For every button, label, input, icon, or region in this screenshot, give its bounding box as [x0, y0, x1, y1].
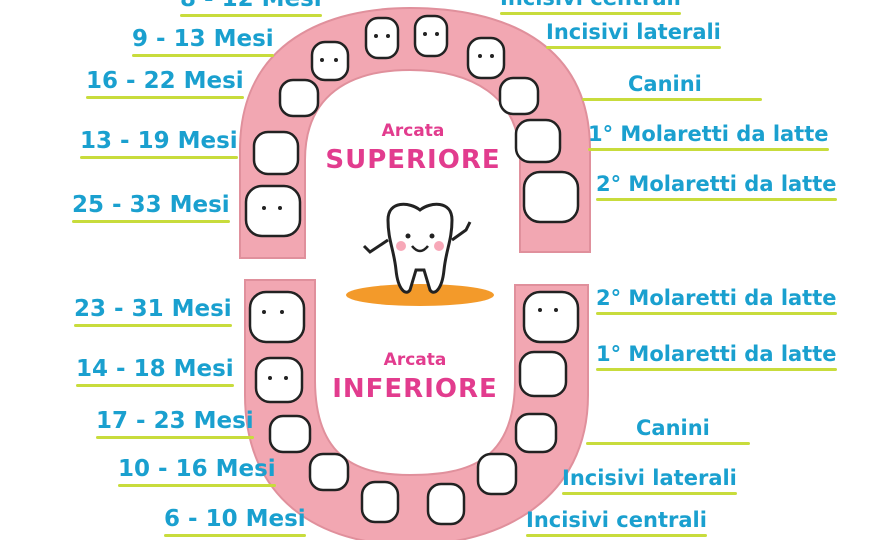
tooth-upper-molar1-right	[514, 118, 562, 164]
tooth-upper-molar1-left	[252, 130, 300, 176]
age-label-lower-molar2: 23 - 31 Mesi	[74, 298, 232, 327]
tooth-mascot-illustration	[346, 202, 494, 306]
tooth-label-upper-lateral: Incisivi laterali	[546, 22, 721, 49]
age-label-lower-lateral: 10 - 16 Mesi	[118, 458, 276, 487]
tooth-lower-canine-left	[268, 414, 312, 454]
tooth-label-lower-canine: Canini	[586, 418, 750, 445]
lower-teeth	[248, 290, 580, 526]
tooth-lower-lateral-right	[476, 452, 518, 496]
age-label-upper-molar2: 25 - 33 Mesi	[72, 194, 230, 223]
tooth-label-upper-central: Incisivi centrali	[500, 0, 681, 15]
age-label-upper-molar1: 13 - 19 Mesi	[80, 130, 238, 159]
tooth-lower-molar1-left	[254, 356, 304, 404]
upper-arch-small-label: Arcata	[381, 121, 445, 141]
tooth-upper-canine-left	[278, 78, 320, 118]
tooth-faces	[262, 32, 558, 380]
upper-arch-big-label: SUPERIORE	[325, 145, 501, 175]
tooth-label-upper-molar1: 1° Molaretti da latte	[588, 124, 829, 151]
age-label-upper-lateral: 9 - 13 Mesi	[132, 28, 274, 57]
tooth-upper-lateral-left	[310, 40, 350, 82]
tooth-upper-canine-right	[498, 76, 540, 116]
tooth-label-upper-molar2: 2° Molaretti da latte	[596, 174, 837, 201]
age-label-upper-central: 8 - 12 Mesi	[180, 0, 322, 17]
tooth-lower-central-left	[360, 480, 400, 524]
tooth-upper-molar2-left	[244, 184, 302, 238]
upper-teeth	[244, 14, 580, 238]
mascot-ground-shadow	[346, 284, 494, 306]
tooth-label-lower-lateral: Incisivi laterali	[562, 468, 737, 495]
age-label-lower-molar1: 14 - 18 Mesi	[76, 358, 234, 387]
tooth-upper-lateral-right	[466, 36, 506, 80]
lower-arch-small-label: Arcata	[383, 350, 447, 370]
tooth-lower-canine-right	[514, 412, 558, 454]
tooth-upper-central-left	[364, 16, 400, 60]
tooth-lower-molar2-left	[248, 290, 306, 344]
tooth-upper-molar2-right	[522, 170, 580, 224]
tooth-lower-lateral-left	[308, 452, 350, 492]
tooth-label-lower-molar1: 1° Molaretti da latte	[596, 344, 837, 371]
upper-arch-title: Arcata SUPERIORE	[303, 121, 523, 175]
lower-arch-big-label: INFERIORE	[332, 374, 498, 404]
mascot-tooth-body	[386, 202, 454, 294]
tooth-upper-central-right	[413, 14, 449, 58]
tooth-label-lower-molar2: 2° Molaretti da latte	[596, 288, 837, 315]
tooth-lower-molar1-right	[518, 350, 568, 398]
tooth-label-lower-central: Incisivi centrali	[526, 510, 707, 537]
tooth-lower-central-right	[426, 482, 466, 526]
lower-arch-title: Arcata INFERIORE	[305, 350, 525, 404]
age-label-upper-canine: 16 - 22 Mesi	[86, 70, 244, 99]
tooth-label-upper-canine: Canini	[582, 74, 762, 101]
age-label-lower-central: 6 - 10 Mesi	[164, 508, 306, 537]
tooth-lower-molar2-right	[522, 290, 580, 344]
age-label-lower-canine: 17 - 23 Mesi	[96, 410, 254, 439]
